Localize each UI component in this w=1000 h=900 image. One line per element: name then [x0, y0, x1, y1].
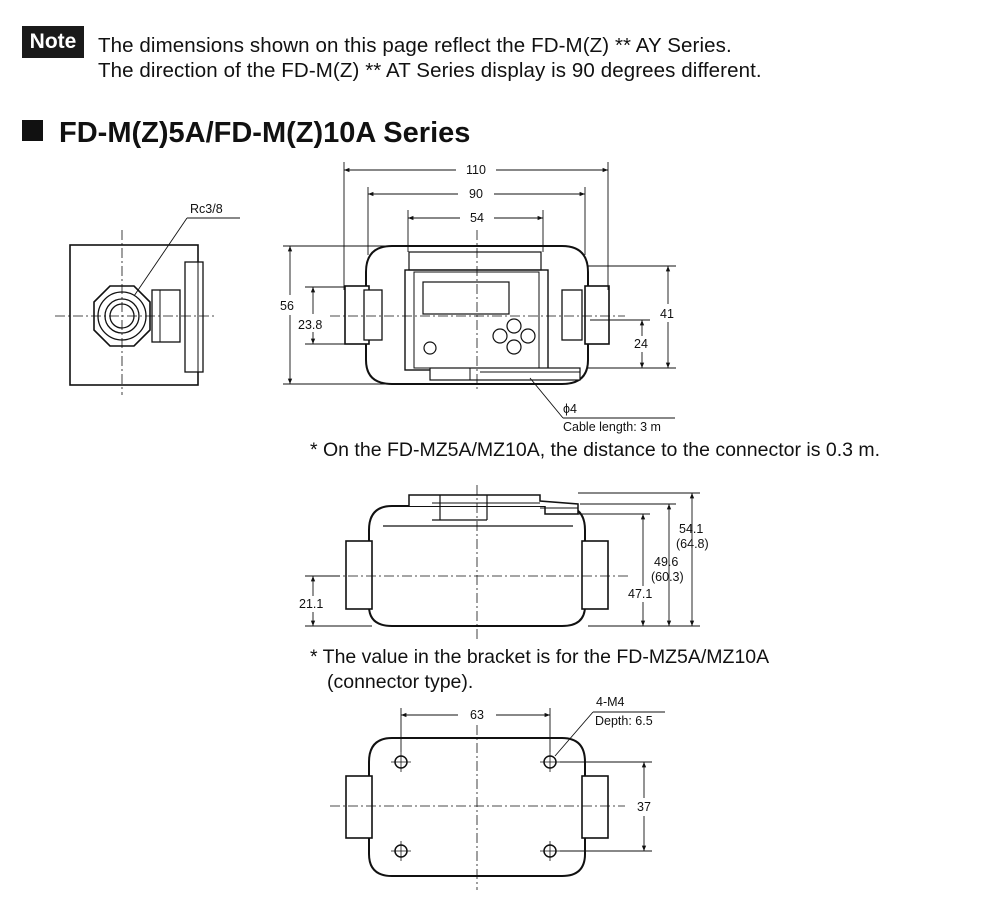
dim-110: 110 [466, 163, 486, 177]
note-line-1: The dimensions shown on this page reflec… [98, 34, 732, 57]
mounting-hole-tr-icon [540, 752, 560, 772]
mounting-hole-bl-icon [391, 841, 411, 861]
dim-49-6: 49.6 [654, 555, 678, 569]
cable-diameter: ϕ4 [563, 402, 577, 416]
back-view-dimensions [305, 492, 700, 627]
section-title: FD-M(Z)5A/FD-M(Z)10A Series [22, 117, 470, 150]
back-view-footnote-line-1: * The value in the bracket is for the FD… [310, 646, 770, 668]
depth-label: Depth: 6.5 [595, 714, 653, 728]
bottom-view [330, 725, 625, 890]
section-title-text: FD-M(Z)5A/FD-M(Z)10A Series [59, 117, 471, 149]
back-view-footnote-line-2: (connector type). [327, 671, 474, 693]
dim-23-8: 23.8 [298, 318, 322, 332]
dim-60-3: (60.3) [651, 570, 684, 584]
mounting-hole-tl-icon [391, 752, 411, 772]
side-view [55, 217, 240, 395]
square-bullet-icon [22, 120, 43, 141]
dim-64-8: (64.8) [676, 537, 709, 551]
front-view-dimensions [283, 162, 676, 419]
dim-63: 63 [470, 708, 484, 722]
dim-41: 41 [660, 307, 674, 321]
port-label: Rc3/8 [190, 202, 223, 216]
front-view-footnote: * On the FD-MZ5A/MZ10A, the distance to … [310, 439, 881, 461]
cable-length: Cable length: 3 m [563, 420, 661, 434]
dim-24: 24 [634, 337, 648, 351]
dim-47-1: 47.1 [628, 587, 652, 601]
dim-37: 37 [637, 800, 651, 814]
thread-label: 4-M4 [596, 695, 625, 709]
mounting-hole-br-icon [540, 841, 560, 861]
bottom-view-dimensions [400, 708, 665, 852]
note-badge: Note [22, 26, 84, 58]
dim-56: 56 [280, 299, 294, 313]
dim-54: 54 [470, 211, 484, 225]
back-view [330, 485, 630, 640]
dim-54-1: 54.1 [679, 522, 703, 536]
dim-90: 90 [469, 187, 483, 201]
dim-21-1: 21.1 [299, 597, 323, 611]
note-line-2: The direction of the FD-M(Z) ** AT Serie… [98, 59, 762, 82]
front-view [330, 230, 625, 392]
